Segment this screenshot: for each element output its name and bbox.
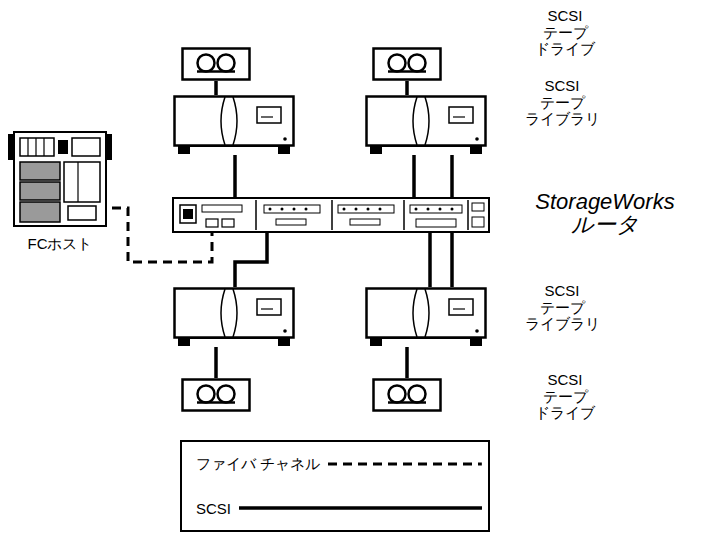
scsi-wire [235,233,267,287]
tape-drive [183,380,250,411]
legend-line [239,506,482,510]
tape-library [175,97,294,155]
scsi-wire [450,155,454,197]
fc-host: FCホスト [8,130,112,228]
device-label: SCSI テープ ライブラリ [525,78,600,128]
tape-drive: SCSI テープ ドライブ [372,378,442,412]
fc-host [8,132,112,226]
tape-drive [374,49,441,80]
router-label: StorageWorks ルータ [535,190,674,236]
scsi-link [412,155,416,197]
tape-drive: SCSI テープ ドライブ [372,47,442,81]
device-label: SCSI テープ ライブラリ [525,283,600,333]
legend-line [328,463,482,466]
tape-library [175,289,294,347]
tape-drive [374,380,441,411]
tape-library [367,97,486,155]
device-label: SCSI テープ ドライブ [535,8,595,58]
legend-text: SCSI [196,500,239,517]
scsi-wire [233,155,237,197]
scsi-link [428,233,432,287]
legend-sample [239,503,482,513]
router [173,198,489,232]
legend-text: ファイバ チャネル [196,455,328,474]
scsi-wire [450,233,454,287]
tape-library: SCSI テープ ライブラリ [365,95,487,155]
fibre-channel-link [112,208,212,262]
legend-row: SCSI [182,486,488,530]
tape-library [367,289,486,347]
legend: ファイバ チャネル SCSI [180,440,490,532]
tape-library: SCSI テープ ライブラリ [365,287,487,347]
scsi-link [405,81,409,95]
legend-sample [328,459,482,469]
router: StorageWorks ルータ [172,197,490,233]
legend-row: ファイバ チャネル [182,442,488,486]
host-label: FCホスト [28,236,93,253]
tape-drive [183,49,250,80]
scsi-wire [214,81,218,95]
scsi-wire [214,347,218,378]
scsi-link [405,347,409,378]
device-label: SCSI テープ ドライブ [535,372,595,422]
